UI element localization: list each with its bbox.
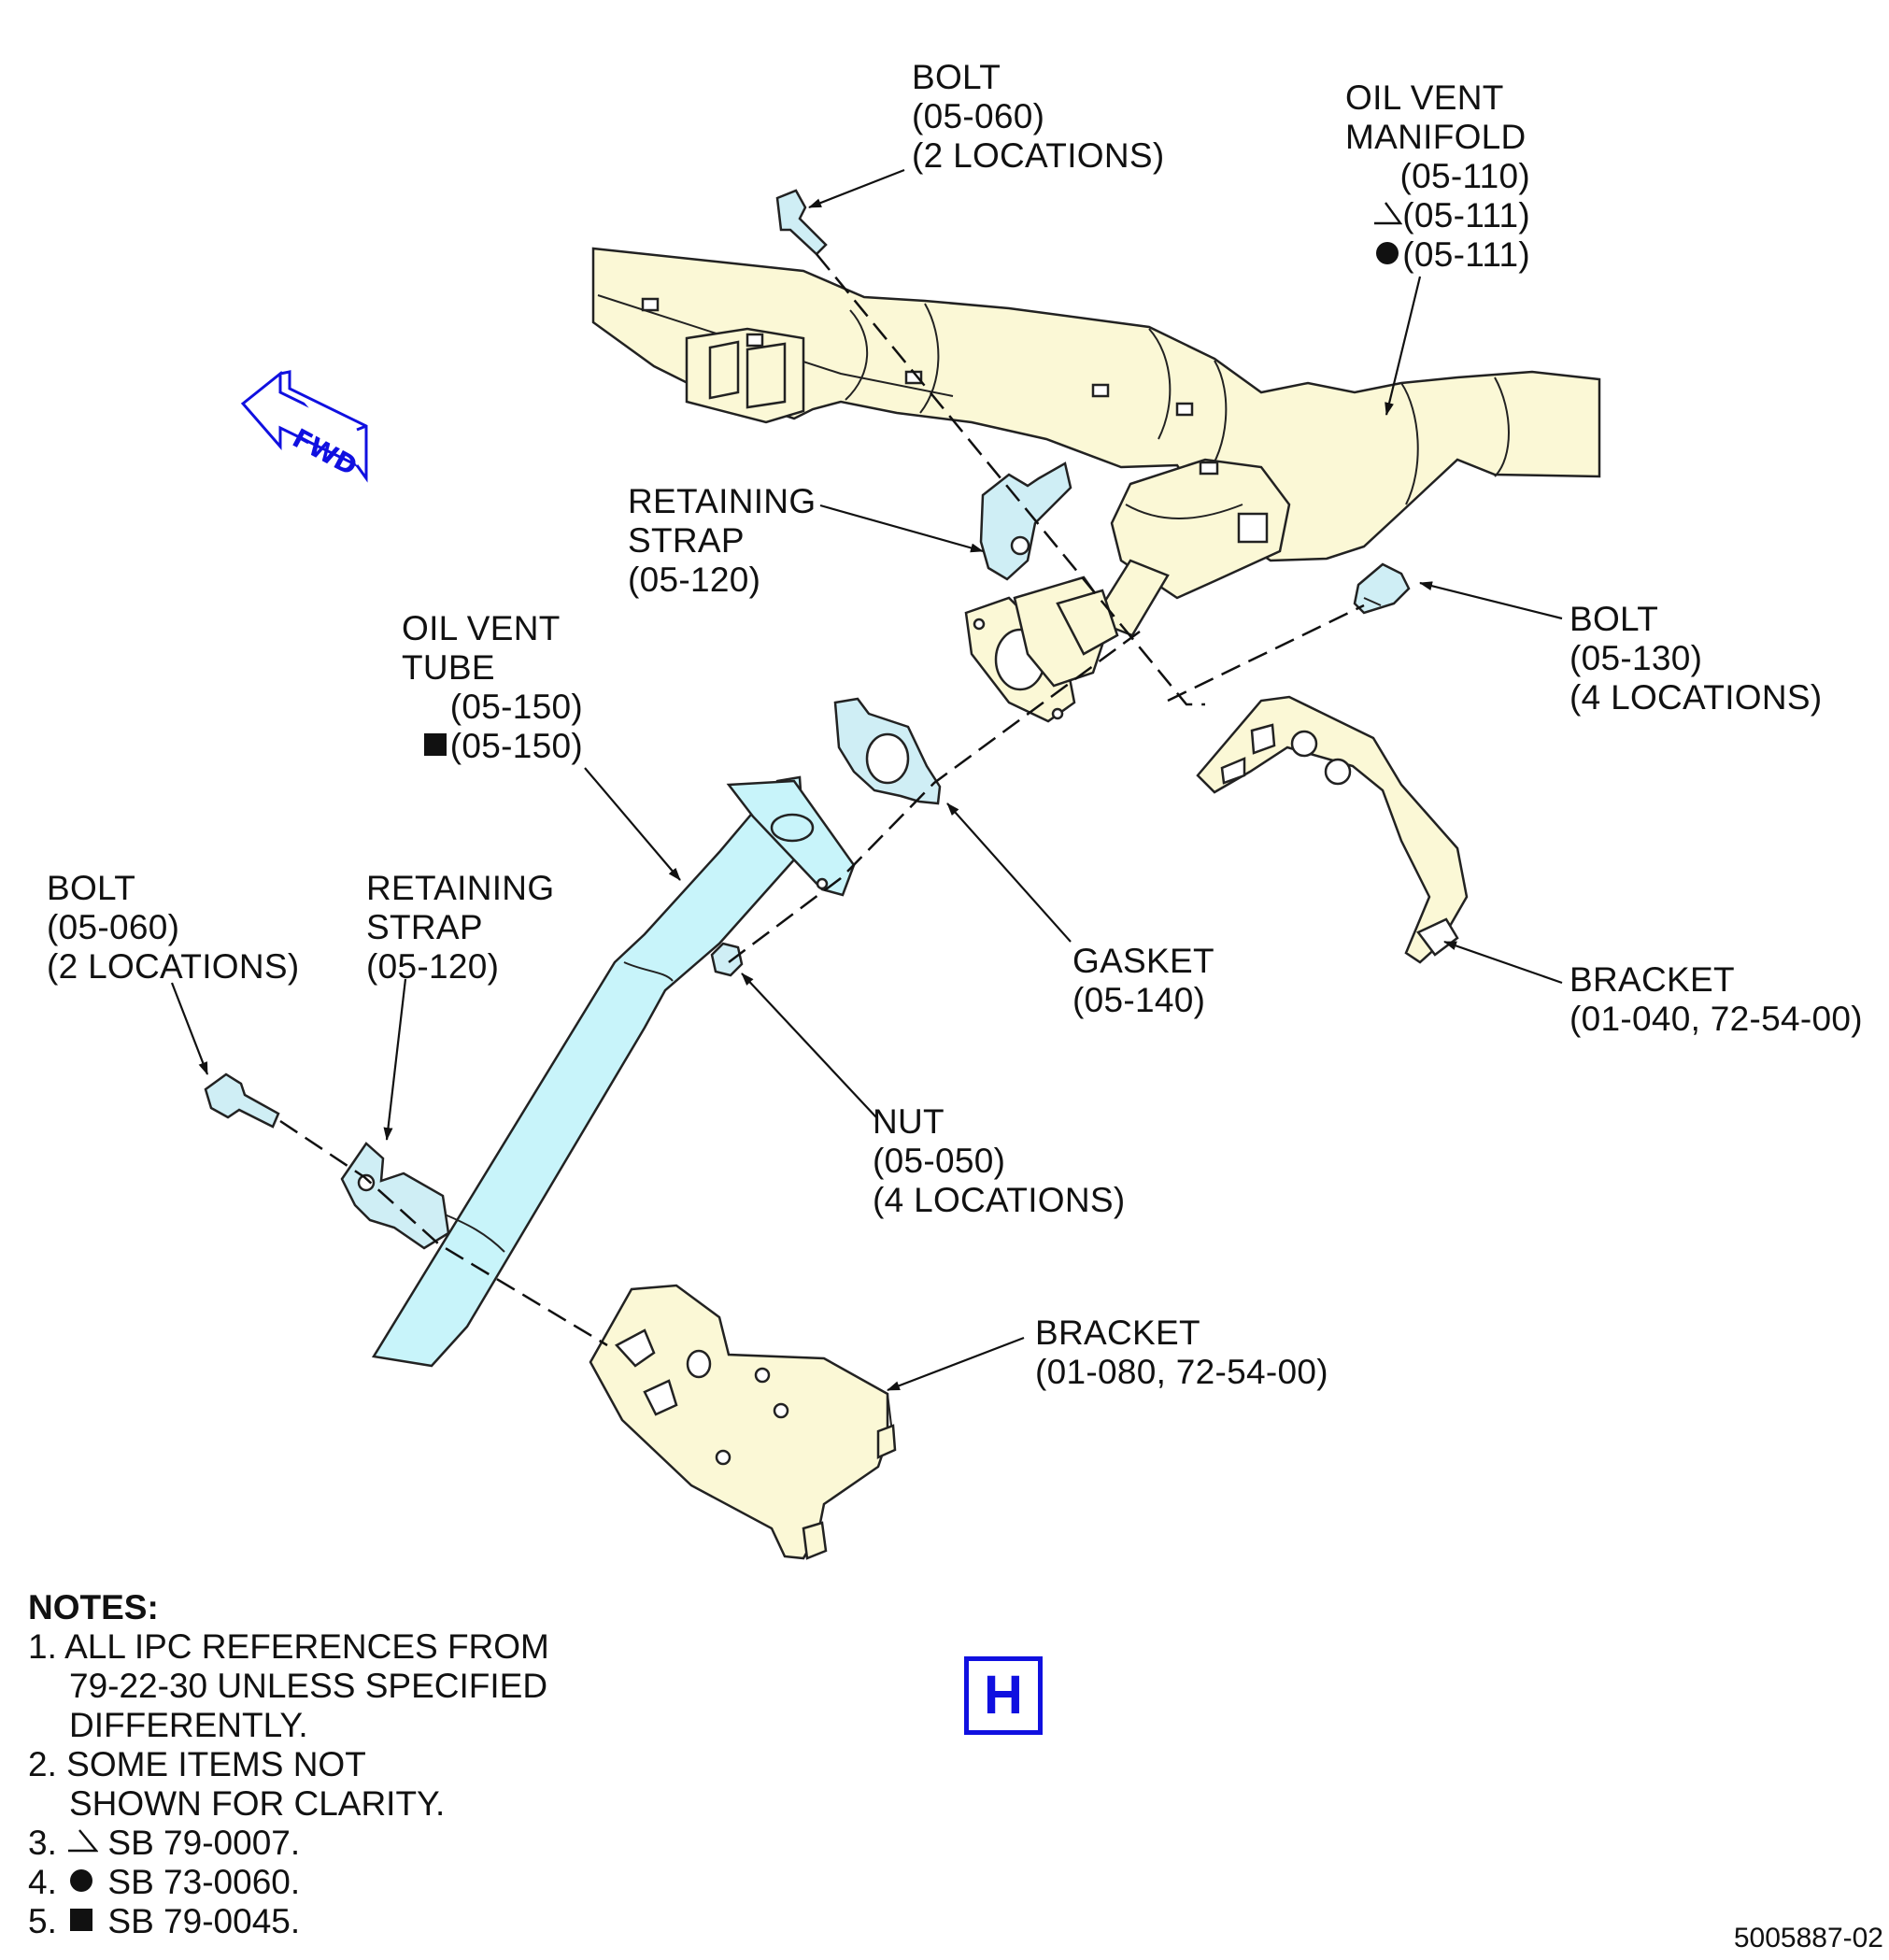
view-letter-box: H [964, 1656, 1043, 1735]
bolt-130 [1353, 562, 1411, 615]
note-5-text: SB 79-0045. [107, 1902, 301, 1940]
label-line: (2 LOCATIONS) [912, 136, 1165, 175]
sb-circle-icon [66, 1863, 98, 1902]
note-2-line: 2. SOME ITEMS NOT [28, 1745, 366, 1783]
bracket-right [1196, 695, 1469, 964]
note-5: 5. SB 79-0045. [28, 1902, 549, 1941]
note-1-line: 79-22-30 UNLESS SPECIFIED [69, 1667, 548, 1705]
note-4: 4. SB 73-0060. [28, 1863, 549, 1902]
nut [710, 942, 744, 977]
label-bracket-bottom: BRACKET (01-080, 72-54-00) [1035, 1314, 1328, 1392]
notes-title: NOTES: [28, 1588, 159, 1626]
drawing-number: 5005887-02 [1733, 1923, 1883, 1953]
label-line: (01-040, 72-54-00) [1569, 1000, 1863, 1038]
leader-lines [170, 168, 1563, 1392]
label-oil-vent-manifold: OIL VENT MANIFOLD (05-110) (05-111) (05-… [1345, 78, 1530, 275]
note-4-text: SB 73-0060. [107, 1863, 301, 1901]
label-line: BRACKET [1569, 960, 1735, 999]
sb-square-icon [66, 1902, 98, 1941]
label-line: (05-060) [47, 908, 180, 946]
label-line: BOLT [47, 869, 136, 907]
label-line: (05-060) [912, 97, 1045, 135]
label-line: RETAINING [628, 482, 817, 520]
fwd-arrow-icon: FWD [240, 370, 368, 483]
sb-triangle-icon [1371, 196, 1403, 235]
note-2-line: SHOWN FOR CLARITY. [69, 1784, 446, 1823]
sb-square-icon [419, 727, 450, 766]
label-line: (4 LOCATIONS) [1569, 678, 1823, 717]
oil-vent-tube [371, 775, 856, 1368]
label-line: STRAP [628, 521, 745, 560]
label-bolt-left: BOLT (05-060) (2 LOCATIONS) [47, 869, 299, 987]
label-line: (05-120) [628, 561, 761, 599]
label-line: (05-050) [873, 1142, 1006, 1180]
retaining-strap-upper [979, 462, 1072, 581]
note-1-line: DIFFERENTLY. [69, 1706, 308, 1744]
label-line: BRACKET [1035, 1314, 1200, 1352]
label-bolt-top: BOLT (05-060) (2 LOCATIONS) [912, 58, 1164, 176]
note-3: 3. SB 79-0007. [28, 1824, 549, 1863]
assembly-lines [279, 253, 1365, 1347]
label-bracket-right: BRACKET (01-040, 72-54-00) [1569, 960, 1863, 1039]
label-line: GASKET [1072, 942, 1214, 980]
label-line: (01-080, 72-54-00) [1035, 1353, 1328, 1391]
label-nut: NUT (05-050) (4 LOCATIONS) [873, 1102, 1125, 1220]
label-line: RETAINING [366, 869, 555, 907]
label-bolt-130: BOLT (05-130) (4 LOCATIONS) [1569, 600, 1822, 717]
label-gasket: GASKET (05-140) [1072, 942, 1214, 1020]
sb-circle-icon [1371, 235, 1402, 275]
notes-block: NOTES: 1. ALL IPC REFERENCES FROM 79-22-… [28, 1588, 549, 1941]
label-line: (05-110) [1399, 157, 1530, 195]
note-4-number: 4. [28, 1863, 57, 1901]
note-3-text: SB 79-0007. [107, 1824, 301, 1862]
gasket [833, 697, 942, 805]
label-line: (05-120) [366, 947, 500, 986]
label-line: OIL VENT [402, 609, 561, 647]
label-line: (05-140) [1072, 981, 1206, 1019]
upper-flange [964, 575, 1119, 723]
label-line: (2 LOCATIONS) [47, 947, 300, 986]
retaining-strap-left [340, 1142, 450, 1250]
label-line: (05-150) [449, 727, 583, 765]
label-line: NUT [873, 1102, 944, 1141]
label-line: BOLT [1569, 600, 1659, 638]
bolt-upper [775, 189, 828, 256]
note-1-line: 1. ALL IPC REFERENCES FROM [28, 1627, 549, 1666]
sb-triangle-icon [66, 1824, 99, 1863]
label-retaining-strap-left: RETAINING STRAP (05-120) [366, 869, 554, 987]
label-line: (05-130) [1569, 639, 1703, 677]
label-line: STRAP [366, 908, 483, 946]
label-line: (05-111) [1402, 235, 1530, 274]
note-3-number: 3. [28, 1824, 57, 1862]
label-retaining-strap-upper: RETAINING STRAP (05-120) [628, 482, 816, 600]
label-oil-vent-tube: OIL VENT TUBE (05-150) (05-150) [402, 609, 583, 766]
label-line: TUBE [402, 648, 495, 687]
bracket-bottom [589, 1284, 897, 1560]
oil-vent-manifold [591, 247, 1601, 637]
label-line: MANIFOLD [1345, 118, 1527, 156]
note-5-number: 5. [28, 1902, 57, 1940]
label-line: OIL VENT [1345, 78, 1504, 117]
label-line: BOLT [912, 58, 1001, 96]
label-line: (05-111) [1402, 196, 1530, 234]
label-line: (05-150) [449, 688, 583, 726]
label-line: (4 LOCATIONS) [873, 1181, 1126, 1219]
bolt-left [204, 1072, 280, 1129]
